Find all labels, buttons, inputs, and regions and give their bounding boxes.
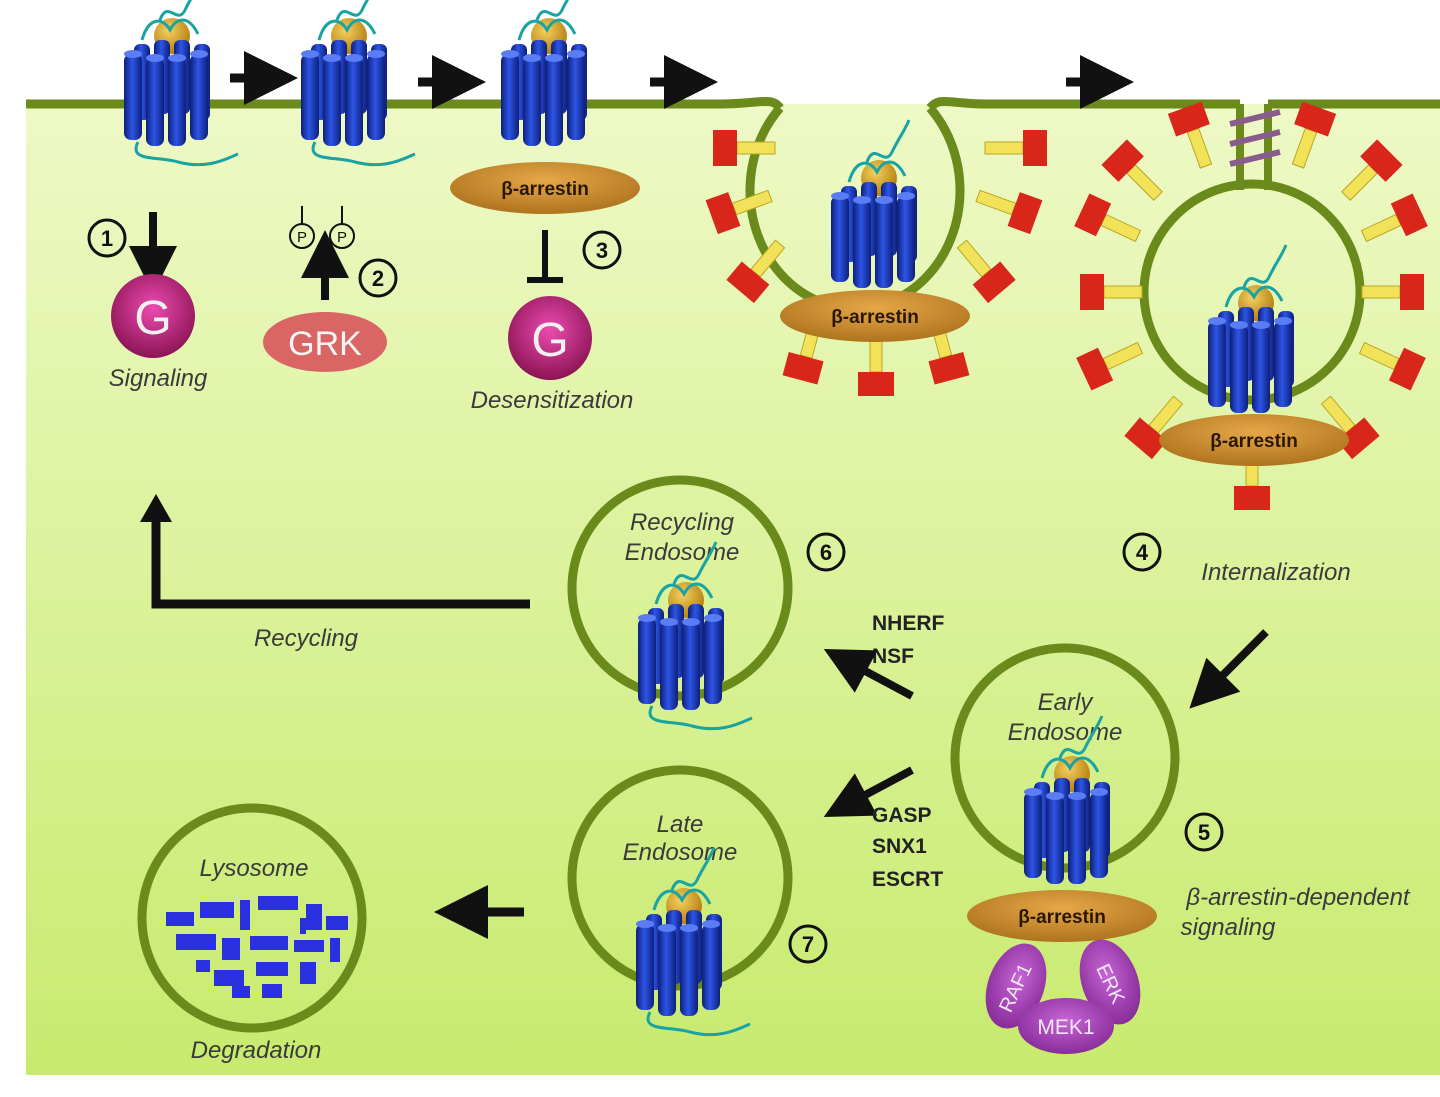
- label-desensitization: Desensitization: [471, 387, 634, 414]
- step-4-number: 4: [1136, 540, 1149, 565]
- early-endosome: [950, 643, 1180, 873]
- label-internalization: Internalization: [1201, 559, 1350, 586]
- label-degradation: Degradation: [191, 1037, 322, 1064]
- lysosome-label: Lysosome: [200, 855, 309, 882]
- step-6-marker: [806, 532, 846, 572]
- arrestin-1: [450, 162, 640, 214]
- step-2-number: 2: [372, 266, 384, 291]
- arrestin-4: [967, 890, 1157, 942]
- arrestin-3: [1159, 414, 1349, 466]
- mek1-kinase: [1018, 998, 1114, 1054]
- factor-gasp: GASP: [872, 804, 932, 827]
- g-protein-1: [111, 274, 195, 358]
- g-protein-2-label: G: [531, 314, 568, 367]
- label-arrestin-signaling-1: β-arrestin-dependent: [1185, 884, 1411, 911]
- lysosome: [137, 803, 367, 1033]
- early-endosome-label-1: Early: [1038, 689, 1095, 716]
- arrestin-4-label: β-arrestin: [1018, 907, 1106, 928]
- label-recycling: Recycling: [254, 625, 359, 652]
- degraded-fragments: [166, 896, 348, 998]
- recycling-endosome-label-1: Recycling: [630, 509, 735, 536]
- label-arrestin-signaling-2: signaling: [1181, 914, 1276, 941]
- step-3-number: 3: [596, 238, 608, 263]
- grk-kinase: [263, 312, 387, 372]
- step-5-number: 5: [1198, 820, 1210, 845]
- step-2-marker: [358, 258, 398, 298]
- step-3-marker: [582, 230, 622, 270]
- recycling-endosome-label-2: Endosome: [625, 539, 740, 566]
- erk-kinase: [1079, 939, 1141, 1025]
- factor-nherf: NHERF: [872, 612, 945, 635]
- recycling-endosome: [567, 475, 793, 701]
- arrestin-3-label: β-arrestin: [1210, 431, 1298, 452]
- factor-escrt: ESCRT: [872, 868, 943, 891]
- arrestin-2: [780, 290, 970, 342]
- degradation-sort-arrow: [823, 766, 914, 818]
- factor-snx1: SNX1: [872, 835, 927, 858]
- step-7-marker: [788, 924, 828, 964]
- mek1-label: MEK1: [1037, 1016, 1094, 1039]
- step-6-number: 6: [820, 540, 832, 565]
- internalization-arrow: [1189, 629, 1269, 709]
- phosphate-2-label: P: [337, 229, 347, 246]
- grk-label: GRK: [288, 325, 362, 363]
- step-7-number: 7: [802, 932, 814, 957]
- recycling-path: [151, 520, 530, 609]
- step-1-marker: [87, 218, 127, 258]
- label-signaling: Signaling: [109, 365, 208, 392]
- factor-nsf: NSF: [872, 645, 914, 668]
- late-endosome-label-2: Endosome: [623, 839, 738, 866]
- progression-arrows: [230, 51, 1134, 109]
- phosphate-1-label: P: [297, 229, 307, 246]
- g-protein-1-label: G: [134, 292, 171, 345]
- g-protein-2: [508, 296, 592, 380]
- recycling-sort-arrow: [823, 648, 914, 700]
- arrestin-2-label: β-arrestin: [831, 307, 919, 328]
- step-5-marker: [1184, 812, 1224, 852]
- early-endosome-label-2: Endosome: [1008, 719, 1123, 746]
- step-1-number: 1: [101, 226, 113, 251]
- step-4-marker: [1122, 532, 1162, 572]
- arrestin-1-label: β-arrestin: [501, 179, 589, 200]
- late-endosome-label-1: Late: [657, 811, 704, 838]
